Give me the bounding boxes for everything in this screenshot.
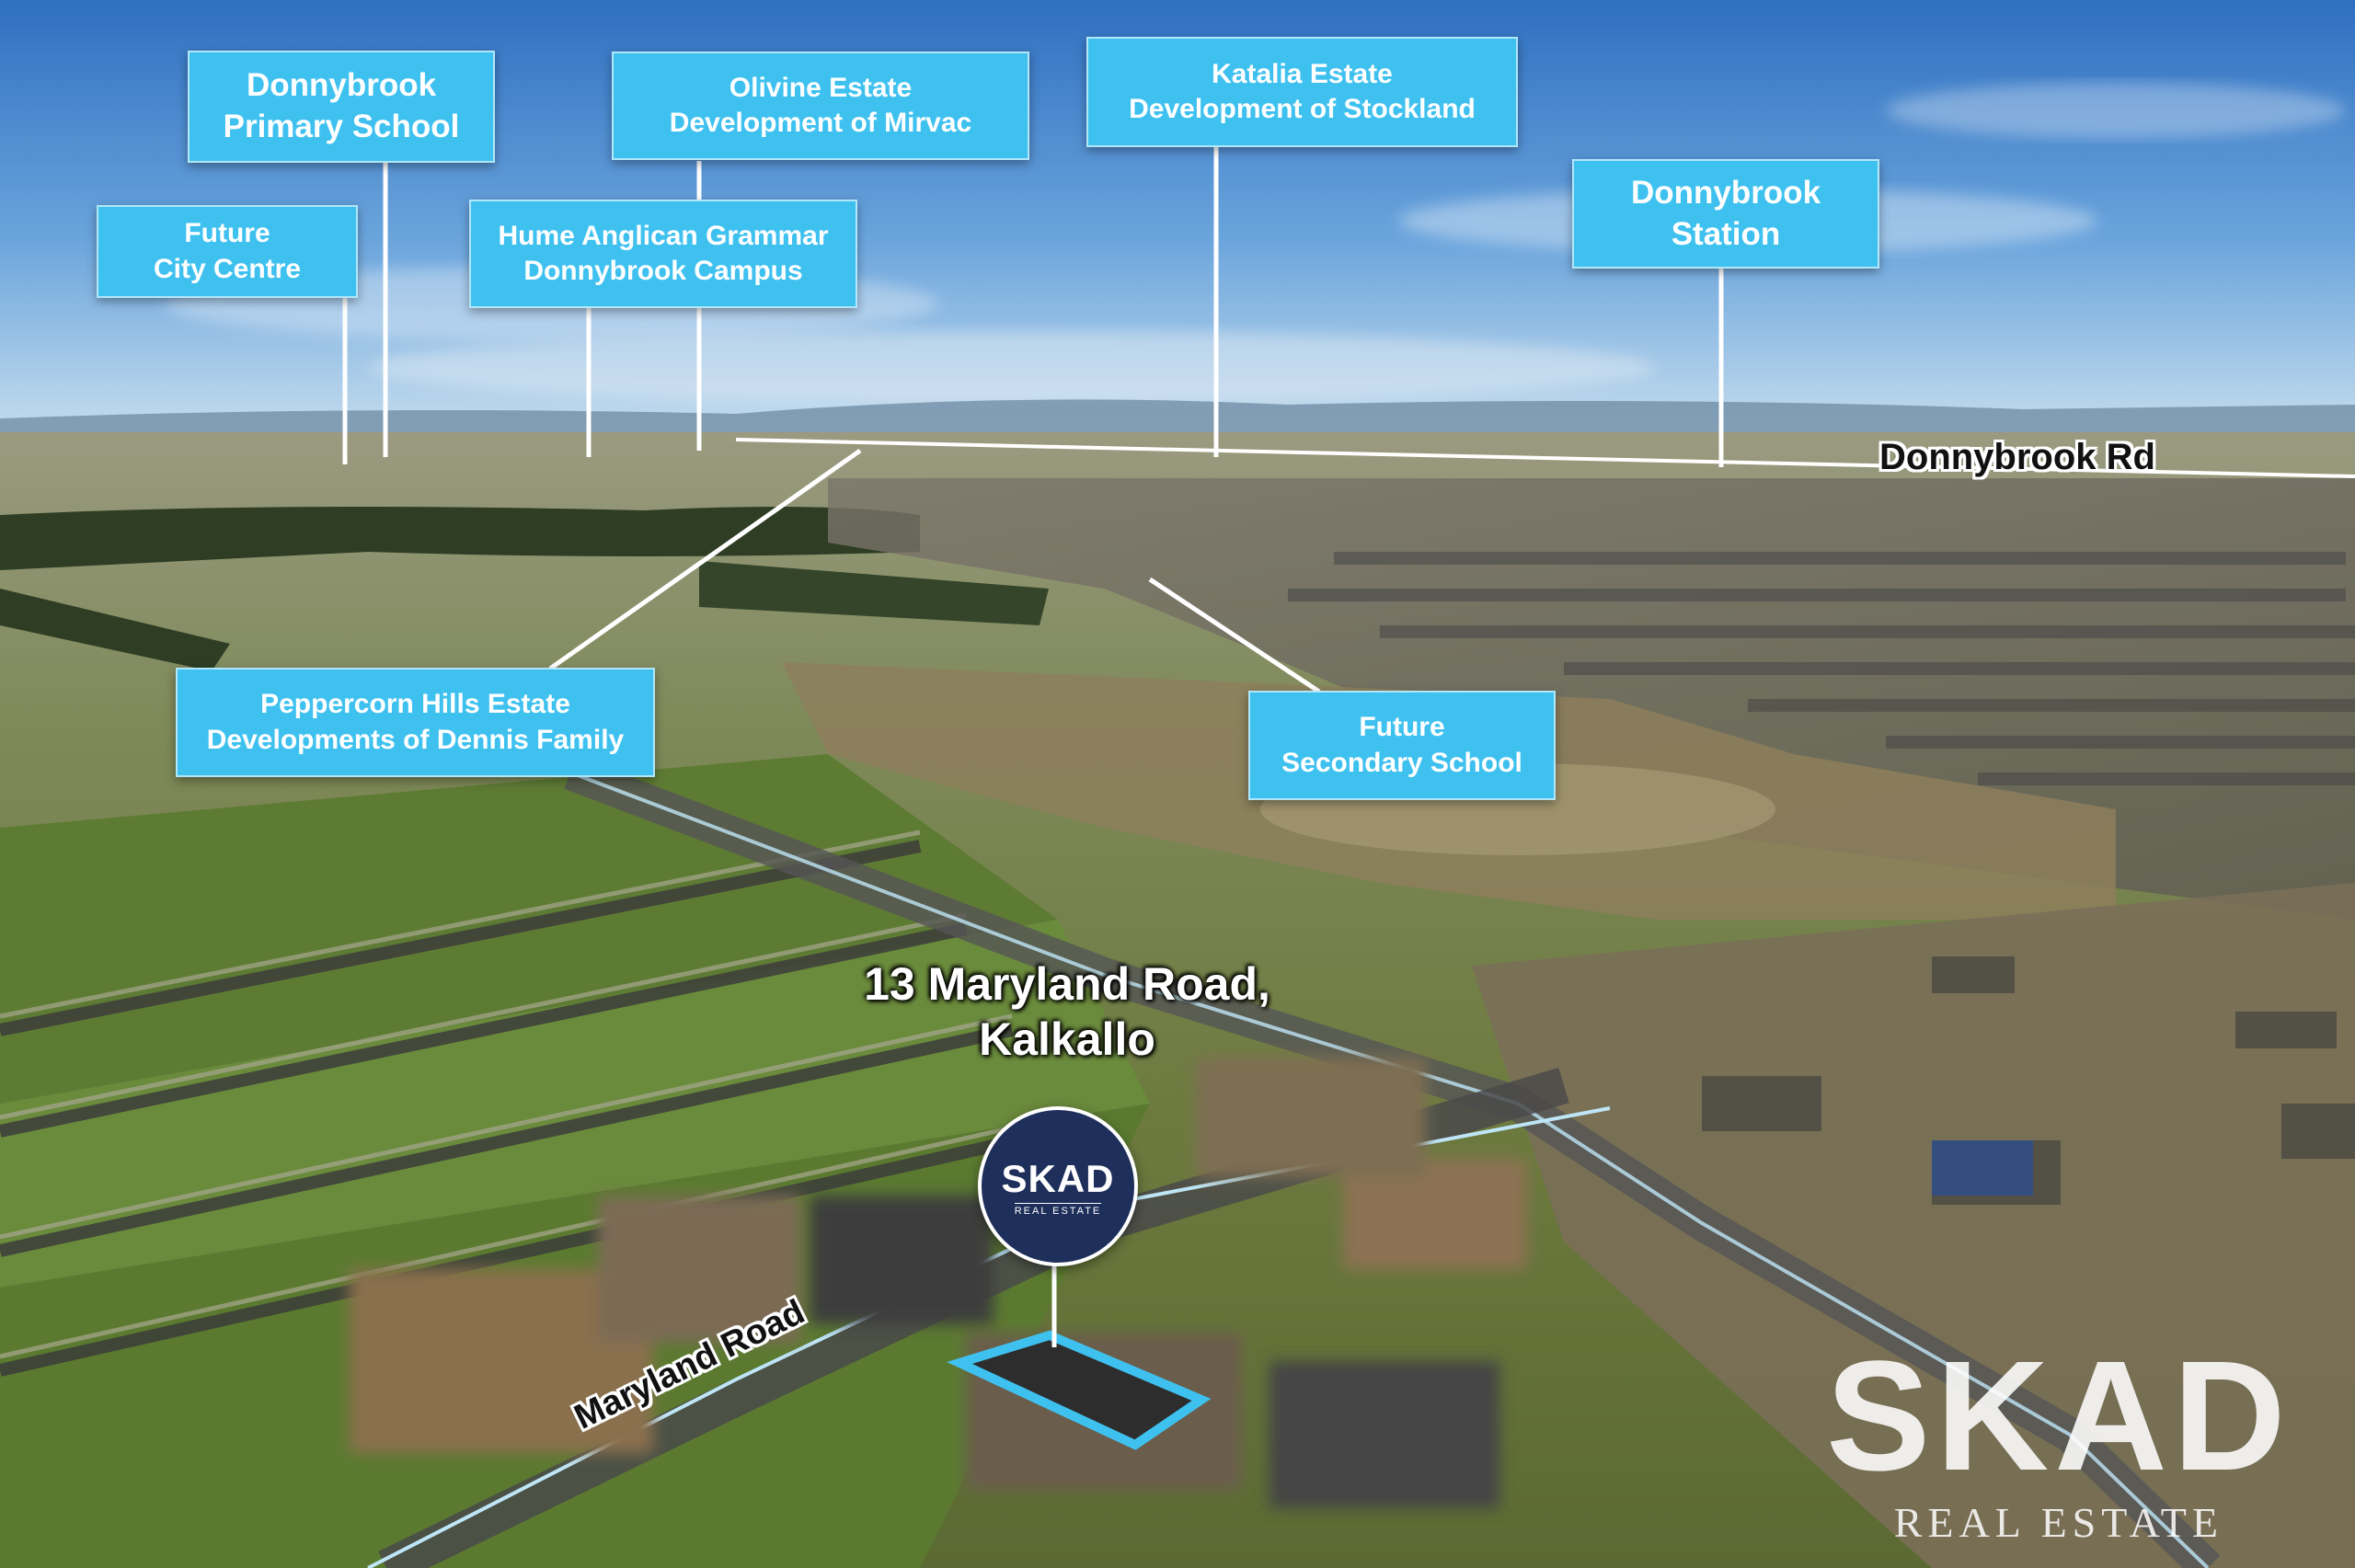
callout-donnybrook-station: Donnybrook Station [1572,159,1879,269]
address-line2: Kalkallo [979,1013,1155,1065]
callout-text-line2: Development of Mirvac [669,108,972,138]
callout-text-line2: Development of Stockland [1129,94,1476,124]
pin-logo-subtext: REAL ESTATE [1014,1202,1102,1217]
callout-text-line2: Secondary School [1281,747,1522,778]
donnybrook-rd-line [735,438,2355,478]
callout-text-line2: City Centre [153,253,302,284]
blurred-houses [350,1058,1527,1508]
location-pin-logo: SKAD REAL ESTATE [978,1106,1138,1266]
pin-logo-text: SKAD [1001,1156,1115,1200]
callout-donnybrook-primary-school: Donnybrook Primary School [188,51,495,163]
callout-text-line1: Peppercorn Hills Estate [260,689,570,720]
estate-roads [0,840,1060,1377]
house-pattern [1288,552,2355,785]
callout-text-line1: Donnybrook [1630,174,1821,211]
property-address: 13 Maryland Road, Kalkallo [791,956,1343,1067]
callout-text-line2: Primary School [223,109,460,144]
donnybrook-rd-label: Donnybrook Rd [1879,437,2155,477]
callout-text-line1: Hume Anglican Grammar [498,220,829,251]
callout-text-line2: Station [1671,215,1781,252]
callout-text-line1: Olivine Estate [729,72,913,103]
callout-text-line2: Developments of Dennis Family [206,724,625,755]
brand-watermark: SKAD REAL ESTATE [1826,1338,2292,1547]
leader-lines [342,145,1724,1347]
callout-peppercorn-hills-estate: Peppercorn Hills Estate Developments of … [176,668,655,777]
watermark-subtext: REAL ESTATE [1893,1499,2223,1546]
callout-text-line1: Future [184,218,270,249]
callout-text-line1: Future [1359,712,1445,743]
callout-future-city-centre: Future City Centre [97,205,358,298]
callout-olivine-estate: Olivine Estate Development of Mirvac [612,52,1029,160]
main-road-highlight [569,771,2210,1568]
address-line1: 13 Maryland Road, [864,958,1270,1010]
callout-text-line1: Katalia Estate [1212,58,1393,89]
callout-text-line1: Donnybrook [246,67,437,104]
property-boundary [947,1330,1212,1450]
tree-line [0,507,920,570]
callout-hume-anglican-grammar: Hume Anglican Grammar Donnybrook Campus [469,200,857,308]
callout-text-line2: Donnybrook Campus [523,256,803,286]
callout-katalia-estate: Katalia Estate Development of Stockland [1086,37,1518,147]
callout-future-secondary-school: Future Secondary School [1248,691,1556,800]
watermark-logo: SKAD [1826,1329,2292,1504]
